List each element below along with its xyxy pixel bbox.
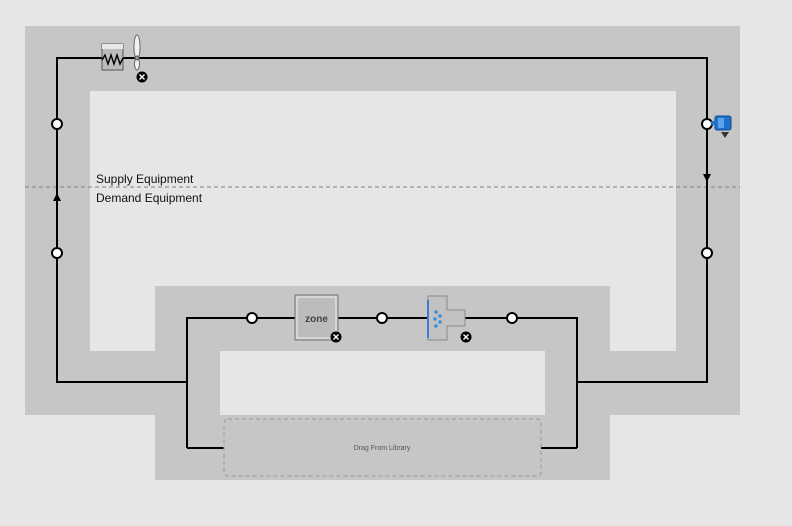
chevron-down-icon[interactable] bbox=[721, 132, 729, 138]
node[interactable] bbox=[506, 312, 518, 324]
loop-inner-bottom bbox=[220, 351, 545, 415]
node[interactable] bbox=[701, 247, 713, 259]
thermal-zone[interactable]: zone bbox=[294, 294, 339, 341]
loop-background bbox=[25, 26, 740, 480]
drop-zone-label: Drag From Library bbox=[354, 445, 411, 452]
zone-label: zone bbox=[305, 314, 328, 325]
supply-equipment-label: Supply Equipment bbox=[96, 172, 194, 186]
demand-equipment-label: Demand Equipment bbox=[96, 191, 203, 205]
node[interactable] bbox=[51, 247, 63, 259]
drag-from-library-dropzone[interactable]: Drag From Library bbox=[223, 418, 542, 477]
diffuser-terminal-icon[interactable] bbox=[427, 295, 466, 341]
node[interactable] bbox=[246, 312, 258, 324]
remove-icon[interactable] bbox=[460, 331, 472, 343]
node[interactable] bbox=[376, 312, 388, 324]
loop-inner-top bbox=[90, 91, 676, 351]
fan-icon[interactable] bbox=[133, 34, 141, 71]
flow-arrow-down-icon bbox=[703, 174, 711, 182]
node[interactable] bbox=[51, 118, 63, 130]
supply-loop-line bbox=[56, 57, 708, 383]
setpoint-manager-icon[interactable] bbox=[711, 115, 732, 138]
remove-icon[interactable] bbox=[330, 331, 342, 343]
nodes bbox=[51, 118, 713, 324]
heating-coil-icon[interactable] bbox=[101, 43, 124, 71]
remove-icon[interactable] bbox=[136, 71, 148, 83]
flow-arrow-up-icon bbox=[53, 193, 61, 201]
node[interactable] bbox=[701, 118, 713, 130]
